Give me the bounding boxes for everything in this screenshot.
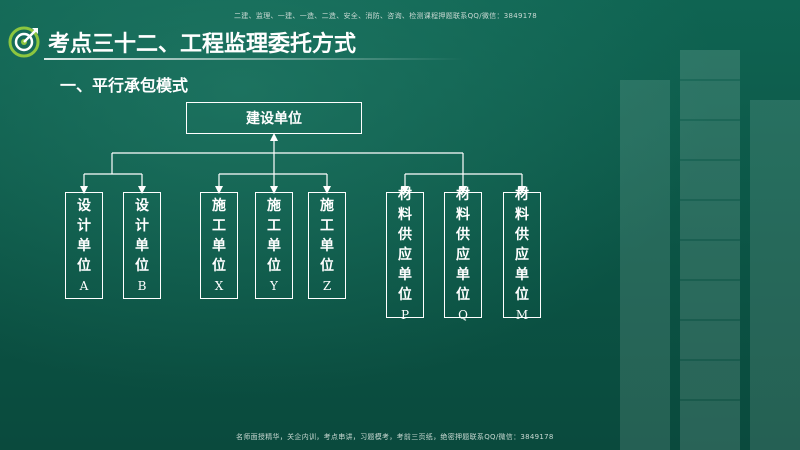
node-code: Y (270, 278, 278, 293)
node-owner-unit: 建设单位 (186, 102, 362, 134)
node-char: 应 (456, 247, 470, 263)
target-arrow-logo-icon (8, 26, 40, 58)
node-char: 工 (320, 217, 334, 234)
node-code: A (79, 278, 89, 293)
node-construction-unit-z: 施 工 单 位 Z (308, 192, 346, 299)
node-code: B (137, 278, 147, 293)
node-char: 料 (398, 207, 412, 223)
node-char: 单 (135, 237, 149, 254)
node-design-unit-b: 设 计 单 位 B (123, 192, 161, 299)
node-char: 应 (515, 247, 529, 263)
node-material-unit-q: 材 料 供 应 单 位 Q (444, 187, 482, 322)
node-material-unit-m: 材 料 供 应 单 位 M (503, 187, 541, 322)
node-material-unit-p: 材 料 供 应 单 位 P (386, 187, 424, 322)
node-char: 位 (135, 257, 149, 274)
node-char: 施 (320, 197, 334, 214)
node-char: 料 (456, 207, 470, 223)
node-char: 工 (267, 217, 281, 234)
node-char: 工 (212, 217, 226, 234)
node-char: 位 (456, 287, 470, 303)
section-heading: 一、平行承包模式 (60, 76, 189, 95)
node-construction-unit-x: 施 工 单 位 X (200, 192, 238, 299)
node-char: 单 (398, 267, 412, 283)
node-code: Q (458, 308, 468, 322)
node-construction-unit-y: 施 工 单 位 Y (255, 192, 293, 299)
node-char: 单 (267, 237, 281, 254)
node-char: 计 (77, 217, 91, 234)
node-char: 单 (456, 267, 470, 283)
node-char: 位 (398, 287, 412, 303)
node-code: M (515, 308, 529, 322)
node-char: 供 (398, 227, 412, 243)
node-char: 供 (456, 227, 470, 243)
node-char: 单 (212, 237, 226, 254)
node-char: 材 (515, 187, 529, 203)
node-char: 应 (398, 247, 412, 263)
node-code: P (400, 308, 410, 322)
node-char: 位 (212, 257, 226, 274)
node-char: 施 (212, 197, 226, 214)
node-char: 料 (515, 207, 529, 223)
node-char: 计 (135, 217, 149, 234)
node-char: 位 (515, 287, 529, 303)
node-char: 位 (267, 257, 281, 274)
node-char: 位 (77, 257, 91, 274)
node-char: 供 (515, 227, 529, 243)
node-char: 位 (320, 257, 334, 274)
building-backdrop-image (620, 50, 800, 450)
slide-title: 考点三十二、工程监理委托方式 (48, 32, 357, 57)
node-design-unit-a: 设 计 单 位 A (65, 192, 103, 299)
node-char: 单 (515, 267, 529, 283)
title-underline (44, 58, 464, 60)
node-code: X (214, 278, 224, 293)
header-contact-note: 二建、监理、一建、一造、二造、安全、消防、咨询、检测课程押题联系QQ/微信：38… (234, 12, 538, 20)
footer-contact-note: 名师面授精华，关企内训，考点串讲，习题模考，考前三页纸，绝密押题联系QQ/微信：… (236, 433, 554, 441)
node-char: 设 (135, 197, 149, 214)
node-char: 设 (77, 197, 91, 214)
node-char: 单 (77, 237, 91, 254)
node-code: Z (322, 278, 332, 293)
node-char: 单 (320, 237, 334, 254)
node-char: 施 (267, 197, 281, 214)
node-char: 材 (456, 187, 470, 203)
node-char: 材 (398, 187, 412, 203)
